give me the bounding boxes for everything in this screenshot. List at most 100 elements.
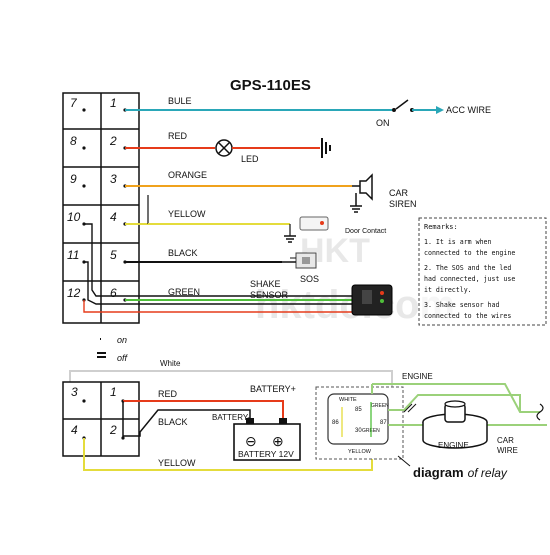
wire-cut-mark	[407, 403, 417, 413]
upper-connector: 7 1 8 2 9 3 10 4 11 5 12 6	[62, 92, 140, 324]
legend: on off	[97, 335, 129, 363]
pin-3: 3	[110, 172, 117, 186]
led-label: LED	[241, 154, 259, 164]
pin-5: 5	[110, 248, 117, 262]
wire-green: GREEN SHAKE SENSOR	[83, 223, 393, 316]
lower-red-label: RED	[158, 389, 178, 399]
wire-red-label: RED	[168, 131, 188, 141]
led-cross	[217, 141, 231, 155]
pin-dot	[82, 108, 86, 112]
engine-body	[422, 422, 488, 449]
pin-dot	[82, 399, 86, 403]
relay-yellow-label: YELLOW	[348, 449, 372, 455]
relay-green-label: GREEN	[371, 403, 389, 409]
siren-icon	[359, 173, 373, 201]
remarks-line: 3. Shake sensor had	[424, 301, 499, 309]
lower-pin-4: 4	[71, 423, 78, 437]
pin-10: 10	[67, 210, 81, 224]
pin-8: 8	[70, 134, 77, 148]
wire-yellow: YELLOW Door Contact	[125, 195, 386, 243]
wire-orange-label: ORANGE	[168, 170, 207, 180]
battery-icon	[233, 423, 301, 461]
remarks-box: Remarks: 1. It is arm when connected to …	[418, 217, 547, 326]
remarks-line: it directly.	[424, 286, 472, 294]
battery-label: BATTERY 12V	[238, 449, 294, 459]
battery-minus-icon: ⊖	[245, 433, 257, 449]
pin-dot	[82, 146, 86, 150]
shake-sensor-led-red	[380, 291, 384, 295]
door-contact-label: Door Contact	[345, 228, 386, 235]
pin-9: 9	[70, 172, 77, 186]
wire-white-label: White	[160, 359, 181, 368]
arrow-icon	[436, 106, 444, 114]
pin-1: 1	[110, 96, 117, 110]
legend-off-label: off	[117, 353, 129, 363]
relay-white-label: WHITE	[339, 397, 357, 403]
battery-terminal	[279, 418, 287, 424]
shake-sensor-led-green	[380, 299, 384, 303]
relay-87: 87	[380, 420, 387, 426]
sos-label: SOS	[300, 274, 319, 284]
acc-switch-lever	[395, 99, 409, 110]
battery-plus-label: BATTERY+	[250, 384, 296, 394]
car-wire-label-1: CAR	[497, 436, 514, 445]
engine-top-label: ENGINE	[402, 372, 433, 381]
relay-30: 30	[355, 428, 362, 434]
page-title: GPS-110ES	[230, 77, 311, 94]
caption-rest: of relay	[468, 466, 508, 480]
shake-sensor-label-2: SENSOR	[250, 290, 289, 300]
relay-85: 85	[355, 407, 362, 413]
car-wire-label-2: WIRE	[497, 446, 518, 455]
shake-sensor-face	[362, 290, 372, 304]
door-contact-icon	[299, 216, 329, 231]
pin-dot	[121, 436, 125, 440]
pin-dot	[82, 184, 86, 188]
remarks-line: connected to the engine	[424, 249, 515, 257]
wire-cut-mark	[403, 403, 413, 413]
legend-off-mark	[97, 356, 106, 358]
wire-red-battery	[123, 400, 284, 422]
wire-black-label: BLACK	[168, 248, 198, 258]
wire-black: BLACK SOS	[125, 248, 319, 284]
lower-pin-3: 3	[71, 385, 78, 399]
pin-4: 4	[110, 210, 117, 224]
wire-break-icon	[536, 403, 544, 421]
wire-red: RED LED	[125, 131, 331, 164]
sensor-lead	[84, 223, 352, 297]
engine-label: ENGINE	[438, 441, 469, 450]
remarks-line: had connected, just use	[424, 275, 515, 283]
car-siren-label-1: CAR	[389, 188, 409, 198]
pin-11: 11	[67, 248, 79, 262]
pin-2: 2	[109, 134, 117, 148]
remarks-line: 1. It is arm when	[424, 238, 492, 246]
wire-orange: ORANGE CAR SIREN	[125, 170, 417, 213]
sensor-lead-red	[83, 300, 352, 313]
wire-green-relay	[372, 383, 540, 413]
battery-terminal	[246, 418, 254, 424]
remarks-title: Remarks:	[424, 223, 458, 231]
sos-button-face	[302, 257, 310, 264]
caption: diagram of relay	[413, 465, 508, 480]
wire-yellow-label: YELLOW	[168, 209, 206, 219]
wire-green-label: GREEN	[168, 287, 200, 297]
acc-switch-contact	[392, 108, 396, 112]
lower-pin-2: 2	[109, 423, 117, 437]
legend-off-mark	[97, 352, 106, 354]
pin-12: 12	[67, 286, 81, 300]
caption-strong: diagram	[413, 465, 464, 480]
car-siren-label-2: SIREN	[389, 199, 417, 209]
relay-86: 86	[332, 420, 339, 426]
pin-7: 7	[70, 96, 78, 110]
remarks-line: connected to the wires	[424, 312, 511, 320]
relay-icon	[327, 393, 389, 445]
wire-green-relay	[388, 394, 521, 412]
engine-cap-top	[444, 400, 466, 408]
pin-6: 6	[110, 286, 117, 300]
sensor-lead	[84, 261, 352, 305]
lower-diagram: White 3 1 4 2 RED BATTERY+ BLACK BATTERY…	[62, 359, 547, 480]
shake-sensor-label-1: SHAKE	[250, 279, 281, 289]
remarks-line: 2. The SOS and the led	[424, 264, 511, 272]
battery-minus-label: BATTERY-	[212, 413, 250, 422]
